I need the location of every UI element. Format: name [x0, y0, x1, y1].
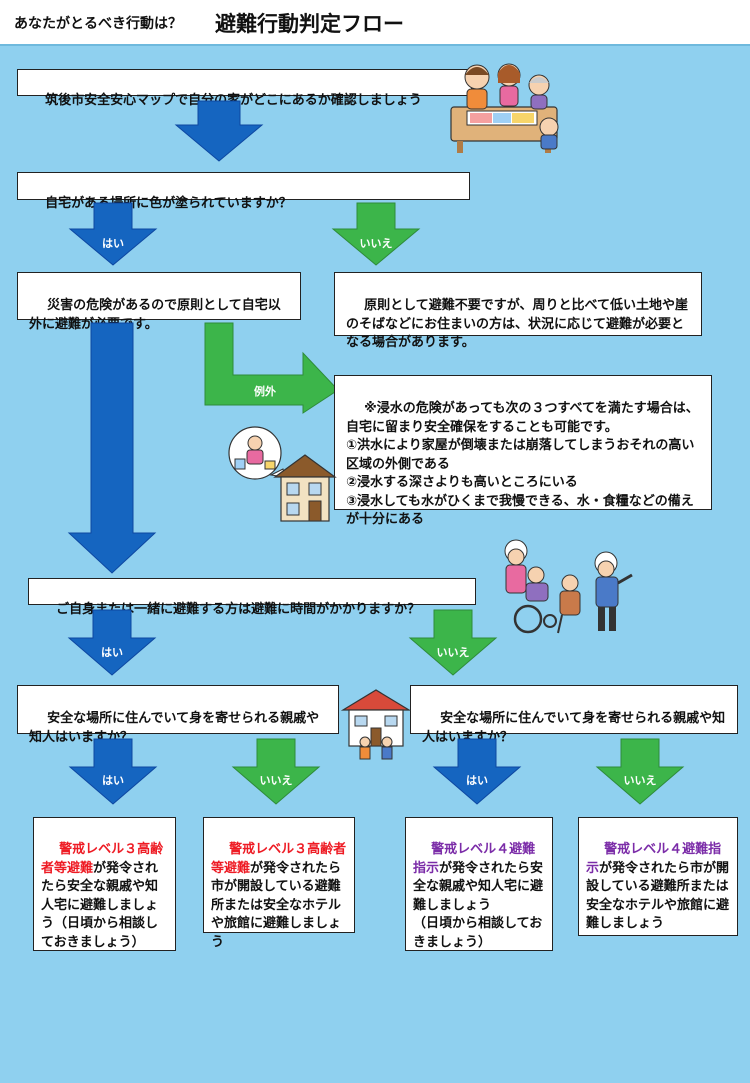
header-question: あなたがとるべき行動は？: [14, 16, 182, 32]
no-label-2: いいえ: [436, 646, 470, 659]
outcome-3-warning: 警戒レベル４避難指示: [413, 842, 536, 876]
arrow-yes-4[interactable]: はい: [432, 738, 522, 805]
need-evacuation-box: 災害の危険があるので原則として自宅以外に避難が必要です。: [17, 272, 301, 332]
no-label-4: いいえ: [623, 774, 657, 787]
outcome-box-2: 警戒レベル３高齢者等避難が発令されたら市が開設している避難所または安全なホテルや…: [203, 817, 355, 950]
no-need-evacuation-text: 原則として避難不要ですが、周りと比べて低い土地や崖のそばなどにお住まいの方は、状…: [346, 298, 688, 351]
outcome-box-4: 警戒レベル４避難指示が発令されたら市が開設している避難所または安全なホテルや旅館…: [578, 817, 738, 936]
arrow-yes-1[interactable]: はい: [68, 202, 158, 266]
arrow-yes-3[interactable]: はい: [68, 738, 158, 805]
outcome-4-warning: 警戒レベル４避難指示: [586, 842, 722, 876]
exception-label: 例外: [254, 385, 276, 398]
yes-label-1: はい: [102, 237, 124, 250]
no-label-1: いいえ: [359, 237, 393, 250]
arrow-no-4[interactable]: いいえ: [595, 738, 685, 805]
yes-label-2: はい: [101, 646, 123, 659]
map-check-box: 筑後市安全安心マップで自分の家がどこにあるか確認しましょう: [17, 69, 472, 108]
evac-time-question-box: ご自身または一緒に避難する方は避難に時間がかかりますか？: [28, 578, 476, 617]
arrow-yes-2[interactable]: はい: [67, 609, 157, 676]
outcome-1-warning: 警戒レベル３高齢者等避難: [41, 842, 164, 876]
outcome-4-text: が発令されたら市が開設している避難所または安全なホテルや旅館に避難しましょう: [586, 860, 730, 932]
page-title: 避難行動判定フロー: [215, 12, 404, 36]
elderly-evacuation-illustration: [488, 535, 638, 635]
yes-label-3: はい: [102, 774, 124, 787]
arrow-no-2[interactable]: いいえ: [408, 609, 498, 676]
relative-question-right-box: 安全な場所に住んでいて身を寄せられる親戚や知人はいますか？: [410, 685, 738, 745]
outcome-3-text: が発令されたら安全な親戚や知人宅に避難しましょう （日頃から相談しておきましょう…: [413, 860, 544, 950]
relative-house-illustration: [340, 688, 412, 762]
colored-area-question-box: 自宅がある場所に色が塗られていますか？: [17, 172, 470, 211]
arrow-exception[interactable]: 例外: [204, 322, 339, 414]
yes-label-4: はい: [466, 774, 488, 787]
house-indoor-illustration: [225, 425, 337, 525]
arrow-down-main-2: [67, 322, 157, 574]
exception-conditions-text: ※浸水の危険があっても次の３つすべてを満たす場合は、自宅に留まり安全確保をするこ…: [346, 401, 699, 528]
outcome-2-warning: 警戒レベル３高齢者等避難: [211, 842, 347, 876]
no-label-3: いいえ: [259, 774, 293, 787]
outcome-box-3: 警戒レベル４避難指示が発令されたら安全な親戚や知人宅に避難しましょう （日頃から…: [405, 817, 553, 951]
header-bar: あなたがとるべき行動は？ 避難行動判定フロー: [0, 0, 750, 46]
outcome-box-1: 警戒レベル３高齢者等避難が発令されたら安全な親戚や知人宅に避難しましょう（日頃か…: [33, 817, 176, 951]
arrow-no-3[interactable]: いいえ: [231, 738, 321, 805]
family-map-illustration: [443, 55, 565, 155]
arrow-down-main-1: [174, 100, 264, 162]
evac-time-question-text: ご自身または一緒に避難する方は避難に時間がかかりますか？: [56, 602, 421, 618]
arrow-no-1[interactable]: いいえ: [331, 202, 421, 266]
no-need-evacuation-box: 原則として避難不要ですが、周りと比べて低い土地や崖のそばなどにお住まいの方は、状…: [334, 272, 702, 350]
exception-conditions-box: ※浸水の危険があっても次の３つすべてを満たす場合は、自宅に留まり安全確保をするこ…: [334, 375, 712, 527]
relative-question-left-box: 安全な場所に住んでいて身を寄せられる親戚や知人はいますか？: [17, 685, 339, 745]
outcome-2-text: が発令されたら市が開設している避難所または安全なホテルや旅館に避難しましょう: [211, 860, 342, 950]
outcome-1-text: が発令されたら安全な親戚や知人宅に避難しましょう（日頃から相談しておきましょう）: [41, 860, 159, 950]
